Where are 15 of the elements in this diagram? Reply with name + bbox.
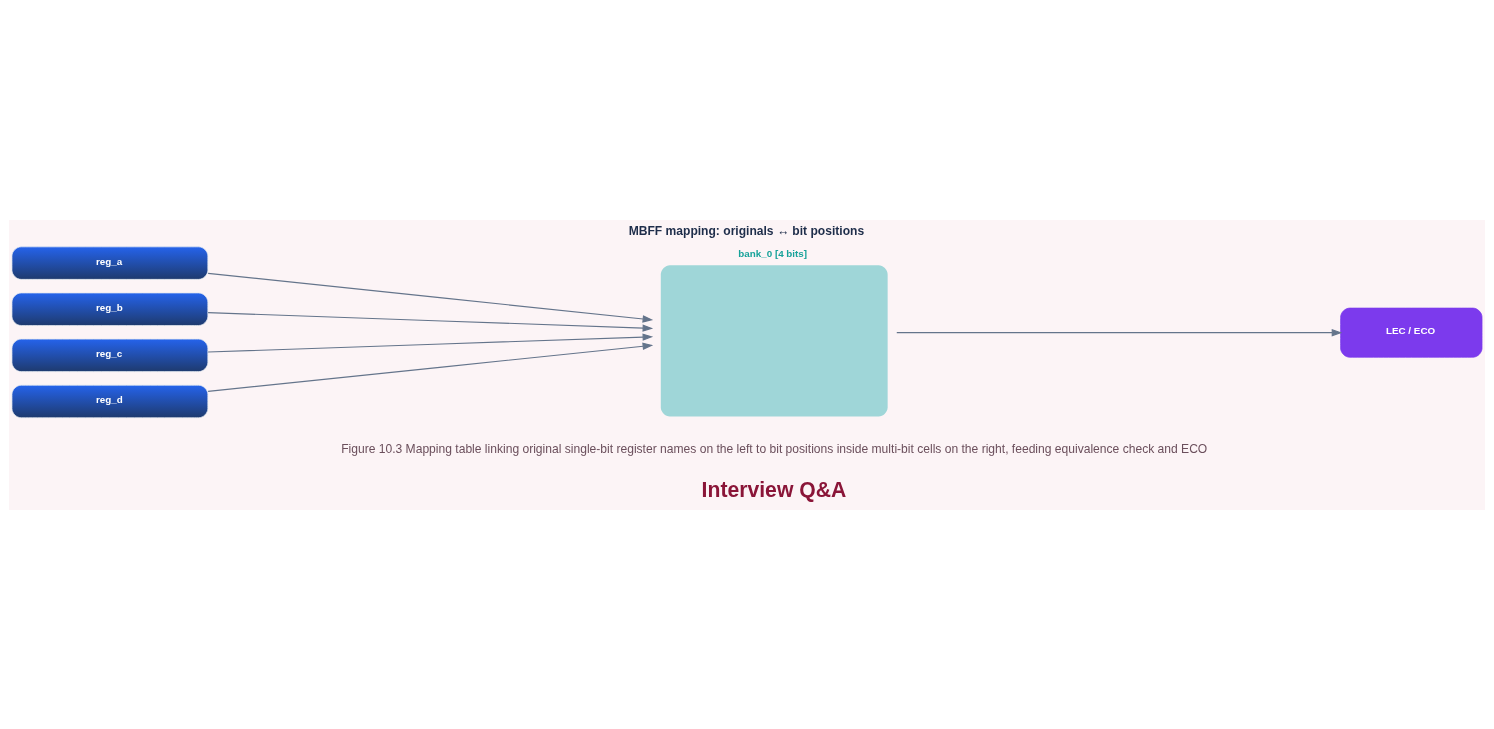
arrow	[896, 328, 1343, 336]
node-box: reg_a	[11, 245, 209, 280]
caption: Figure 10.3 Mapping table linking original single-bit register names on the left to bit positions inside multi-bit cells on the right, feeding equivalence check and ECO	[341, 441, 1208, 456]
node-box: LEC / ECO	[1340, 307, 1483, 358]
node-label: bank_0 [4 bits]	[738, 247, 808, 259]
arrow	[207, 311, 654, 332]
arrow	[207, 272, 654, 323]
node-box: reg_d	[11, 384, 209, 418]
node-box	[660, 264, 888, 417]
node-box: reg_b	[11, 292, 209, 326]
diagram-title: MBFF mapping: originals ↔ bit positions	[628, 223, 865, 238]
node-box: reg_c	[11, 338, 209, 372]
arrow	[207, 342, 654, 392]
arrow	[207, 332, 654, 353]
label: Interview Q&A	[701, 477, 847, 501]
